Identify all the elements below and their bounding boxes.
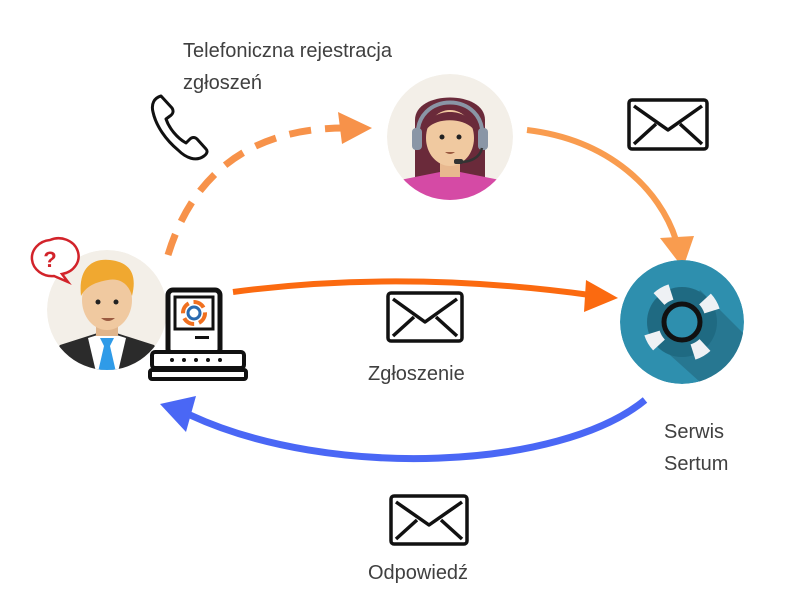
ticket-arrow: [232, 278, 618, 312]
agent-avatar: [387, 74, 513, 200]
reply-arrow: [160, 396, 648, 462]
phone-icon: [150, 94, 209, 161]
reply-label: Odpowiedź: [368, 562, 469, 584]
envelope-icon-agent: [627, 98, 709, 151]
phone-registration-label-line1: Telefoniczna rejestracja: [183, 40, 392, 62]
service-label-line1: Serwis: [664, 421, 725, 443]
agent-to-service-arrow: [526, 127, 694, 268]
envelope-icon-reply: [389, 494, 469, 546]
user-avatar: [47, 250, 167, 370]
ticket-label: Zgłoszenie: [368, 363, 465, 385]
envelope-icon-ticket: [386, 291, 464, 343]
question-bubble-icon: ?: [30, 237, 80, 285]
service-lifebuoy-icon: [620, 260, 744, 384]
computer-icon: [148, 287, 248, 381]
phone-registration-label-line2: zgłoszeń: [183, 72, 262, 94]
phone-arrow: [164, 112, 372, 257]
service-label-line2: Sertum: [664, 453, 729, 475]
svg-text:?: ?: [43, 247, 56, 272]
